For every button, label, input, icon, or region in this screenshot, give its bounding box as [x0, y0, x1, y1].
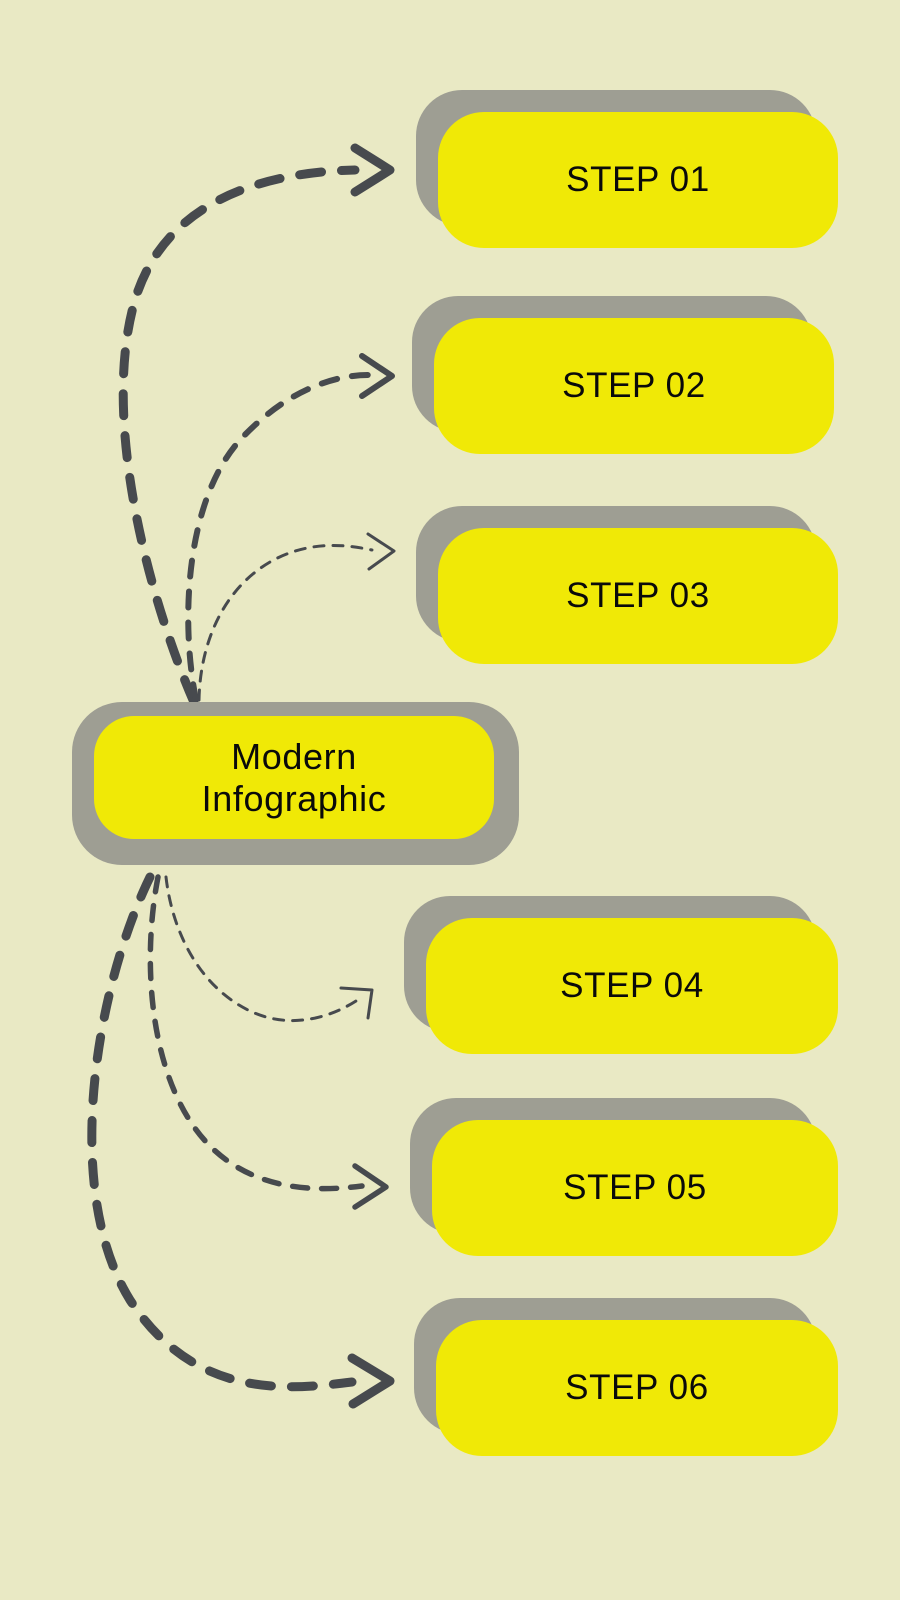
- center-node-title-line-2: Infographic: [201, 777, 387, 819]
- step-node-3-label: STEP 03: [566, 575, 710, 615]
- step-node-1[interactable]: STEP 01: [416, 90, 838, 248]
- step-node-5-face: STEP 05: [432, 1120, 838, 1256]
- step-node-1-face: STEP 01: [438, 112, 838, 248]
- step-node-5-label: STEP 05: [563, 1167, 707, 1207]
- step-node-4-face: STEP 04: [426, 918, 838, 1054]
- step-node-3-face: STEP 03: [438, 528, 838, 664]
- connector-to-step-04: [164, 875, 374, 1023]
- step-node-5[interactable]: STEP 05: [410, 1098, 838, 1256]
- step-node-4-label: STEP 04: [560, 965, 704, 1005]
- step-node-6[interactable]: STEP 06: [414, 1298, 838, 1456]
- connector-to-step-01: [118, 143, 395, 705]
- step-node-6-face: STEP 06: [436, 1320, 838, 1456]
- connector-to-step-06: [87, 872, 395, 1409]
- center-node-label: Modern Infographic: [202, 736, 387, 820]
- center-node-title-line-1: Modern: [231, 735, 357, 777]
- connector-to-step-05: [147, 874, 389, 1210]
- step-node-1-label: STEP 01: [566, 159, 710, 199]
- step-node-3[interactable]: STEP 03: [416, 506, 838, 664]
- connector-to-step-02: [185, 353, 395, 703]
- step-node-2[interactable]: STEP 02: [412, 296, 834, 454]
- step-node-2-label: STEP 02: [562, 365, 706, 405]
- connector-to-step-03: [197, 532, 396, 702]
- center-node-face: Modern Infographic: [94, 716, 494, 839]
- center-node[interactable]: Modern Infographic: [72, 702, 519, 865]
- step-node-2-face: STEP 02: [434, 318, 834, 454]
- step-node-6-label: STEP 06: [565, 1367, 709, 1407]
- step-node-4[interactable]: STEP 04: [404, 896, 838, 1054]
